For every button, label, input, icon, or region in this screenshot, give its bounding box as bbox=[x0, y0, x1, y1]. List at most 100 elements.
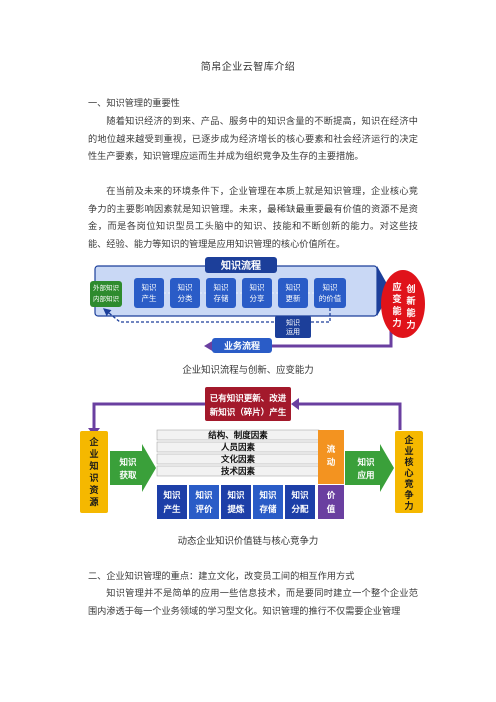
value-step-1 bbox=[157, 485, 187, 519]
svg-text:新: 新 bbox=[406, 295, 415, 307]
value-steps bbox=[157, 485, 344, 519]
ext-knowledge-label: 外部知识 bbox=[93, 283, 120, 292]
flow-step-label-3-2: 存储 bbox=[214, 293, 229, 303]
business-flow-label-bg bbox=[212, 338, 272, 353]
step-box-1 bbox=[134, 278, 164, 308]
svg-text:知: 知 bbox=[88, 460, 98, 472]
capability-text: 应创 变新 能能 力力 bbox=[392, 281, 415, 331]
flow-step-label-3-1: 知识 bbox=[214, 282, 229, 292]
value-step-label-4-1: 知识 bbox=[259, 490, 277, 501]
document-title: 简帛企业云智库介绍 bbox=[200, 62, 296, 73]
top-update-line1: 已有知识更新、改进 bbox=[210, 393, 287, 404]
svg-text:资: 资 bbox=[89, 484, 98, 496]
step-box-3 bbox=[206, 278, 236, 308]
value-step-label-6-2: 值 bbox=[327, 504, 336, 515]
svg-text:能: 能 bbox=[406, 307, 415, 319]
factors bbox=[156, 429, 320, 477]
step-box-6 bbox=[314, 278, 346, 308]
value-step-label-1-2: 产生 bbox=[163, 504, 181, 515]
svg-text:企: 企 bbox=[88, 436, 99, 448]
svg-text:力: 力 bbox=[392, 317, 401, 329]
value-step-label-4-2: 存储 bbox=[258, 504, 277, 515]
left-resource-box bbox=[80, 431, 108, 513]
svg-text:竞: 竞 bbox=[403, 478, 413, 490]
paragraph-2: 在当前及未来的环境条件下，企业管理在本质上就是知识管理，企业核心竞争力的主要影响… bbox=[88, 186, 418, 250]
flow-column bbox=[318, 430, 344, 484]
top-update-box bbox=[205, 387, 291, 421]
capability-circle bbox=[381, 270, 425, 338]
svg-text:变: 变 bbox=[392, 293, 401, 305]
int-knowledge-label: 内部知识 bbox=[93, 294, 120, 303]
svg-text:业: 业 bbox=[404, 445, 413, 457]
svg-text:流: 流 bbox=[327, 444, 336, 455]
loop-left bbox=[92, 402, 205, 430]
value-step-2 bbox=[189, 485, 219, 519]
value-step-label-6-1: 价 bbox=[327, 490, 336, 501]
flow-step-label-2-1: 知识 bbox=[178, 282, 193, 292]
apply-arrow bbox=[345, 444, 394, 492]
svg-text:业: 业 bbox=[89, 448, 98, 460]
value-step-label-3-1: 知识 bbox=[227, 490, 245, 501]
value-step-label-2-2: 评价 bbox=[195, 504, 213, 515]
svg-text:企: 企 bbox=[403, 434, 414, 446]
apply-line1: 知识 bbox=[357, 457, 375, 468]
paragraph-1: 随着知识经济的到来、产品、服务中的知识含量的不断提高，知识在经济中的地位越来越受… bbox=[88, 116, 418, 162]
knowledge-flow-label: 知识流程 bbox=[220, 259, 261, 272]
apply-line2: 应用 bbox=[357, 470, 374, 481]
section-heading-2: 二、企业知识管理的重点：建立文化，改变员工间的相互作用方式 bbox=[88, 571, 355, 582]
svg-text:心: 心 bbox=[404, 468, 413, 479]
ext-int-knowledge-box bbox=[90, 281, 122, 307]
right-core-text: 企业核心竞争力 bbox=[403, 434, 414, 512]
flow-step-label-4-1: 知识 bbox=[250, 282, 265, 292]
flow-step-label-6-1: 知识 bbox=[323, 282, 338, 292]
value-step-4 bbox=[253, 485, 283, 519]
flow-step-label-6-2: 的价值 bbox=[319, 293, 342, 303]
svg-text:能: 能 bbox=[392, 305, 401, 317]
flow-step-label-5-2: 更新 bbox=[286, 293, 301, 303]
caption-1: 企业知识流程与创新、应变能力 bbox=[182, 365, 314, 376]
acquire-line2: 获取 bbox=[118, 470, 137, 481]
svg-text:力: 力 bbox=[406, 319, 415, 331]
svg-text:动: 动 bbox=[327, 457, 336, 468]
value-step-5 bbox=[285, 485, 315, 519]
paragraph-3: 知识管理并不是简单的应用一些信息技术，而是要同时建立一个整个企业范围内渗透于每一… bbox=[88, 588, 418, 617]
value-step-label-3-2: 提炼 bbox=[227, 504, 245, 515]
step-box-5 bbox=[278, 278, 308, 308]
caption-2: 动态企业知识价值链与核心竞争力 bbox=[177, 536, 319, 547]
flow-step-label-2-2: 分类 bbox=[178, 293, 193, 303]
knowledge-use-box bbox=[275, 316, 311, 338]
flow-step-label-1-2: 产生 bbox=[142, 293, 157, 303]
factor-label-3: 文化因素 bbox=[221, 454, 256, 465]
step-box-4 bbox=[242, 278, 272, 308]
acquire-line1: 知识 bbox=[119, 457, 137, 468]
svg-text:创: 创 bbox=[405, 283, 415, 295]
flow-step-label-4-2: 分享 bbox=[250, 293, 265, 303]
right-core-box bbox=[395, 431, 423, 513]
svg-text:识: 识 bbox=[89, 472, 98, 484]
value-step-label-1-1: 知识 bbox=[163, 490, 181, 501]
business-flow-label: 业务流程 bbox=[224, 340, 260, 352]
acquire-arrow bbox=[110, 444, 156, 492]
step-box-2 bbox=[170, 278, 200, 308]
value-step-label-5-1: 知识 bbox=[291, 490, 309, 501]
svg-text:应: 应 bbox=[392, 281, 401, 293]
flow-step-label-1-1: 知识 bbox=[142, 282, 157, 292]
value-step-3 bbox=[221, 485, 251, 519]
flow-steps bbox=[134, 278, 346, 308]
knowledge-use-line1: 知识 bbox=[286, 318, 300, 327]
section-heading-1: 一、知识管理的重要性 bbox=[88, 98, 180, 109]
value-step-label-2-1: 知识 bbox=[195, 490, 213, 501]
svg-text:争: 争 bbox=[404, 489, 413, 501]
factor-label-1: 结构、制度因素 bbox=[208, 430, 268, 441]
factor-label-2: 人员因素 bbox=[221, 442, 256, 453]
value-step-6 bbox=[318, 485, 344, 519]
flow-step-label-5-1: 知识 bbox=[286, 282, 301, 292]
knowledge-use-line2: 运用 bbox=[286, 328, 300, 336]
return-arrow bbox=[102, 308, 331, 323]
top-update-line2: 新知识（碎片）产生 bbox=[210, 407, 287, 418]
loop-right bbox=[297, 402, 402, 430]
svg-text:核: 核 bbox=[404, 456, 413, 468]
